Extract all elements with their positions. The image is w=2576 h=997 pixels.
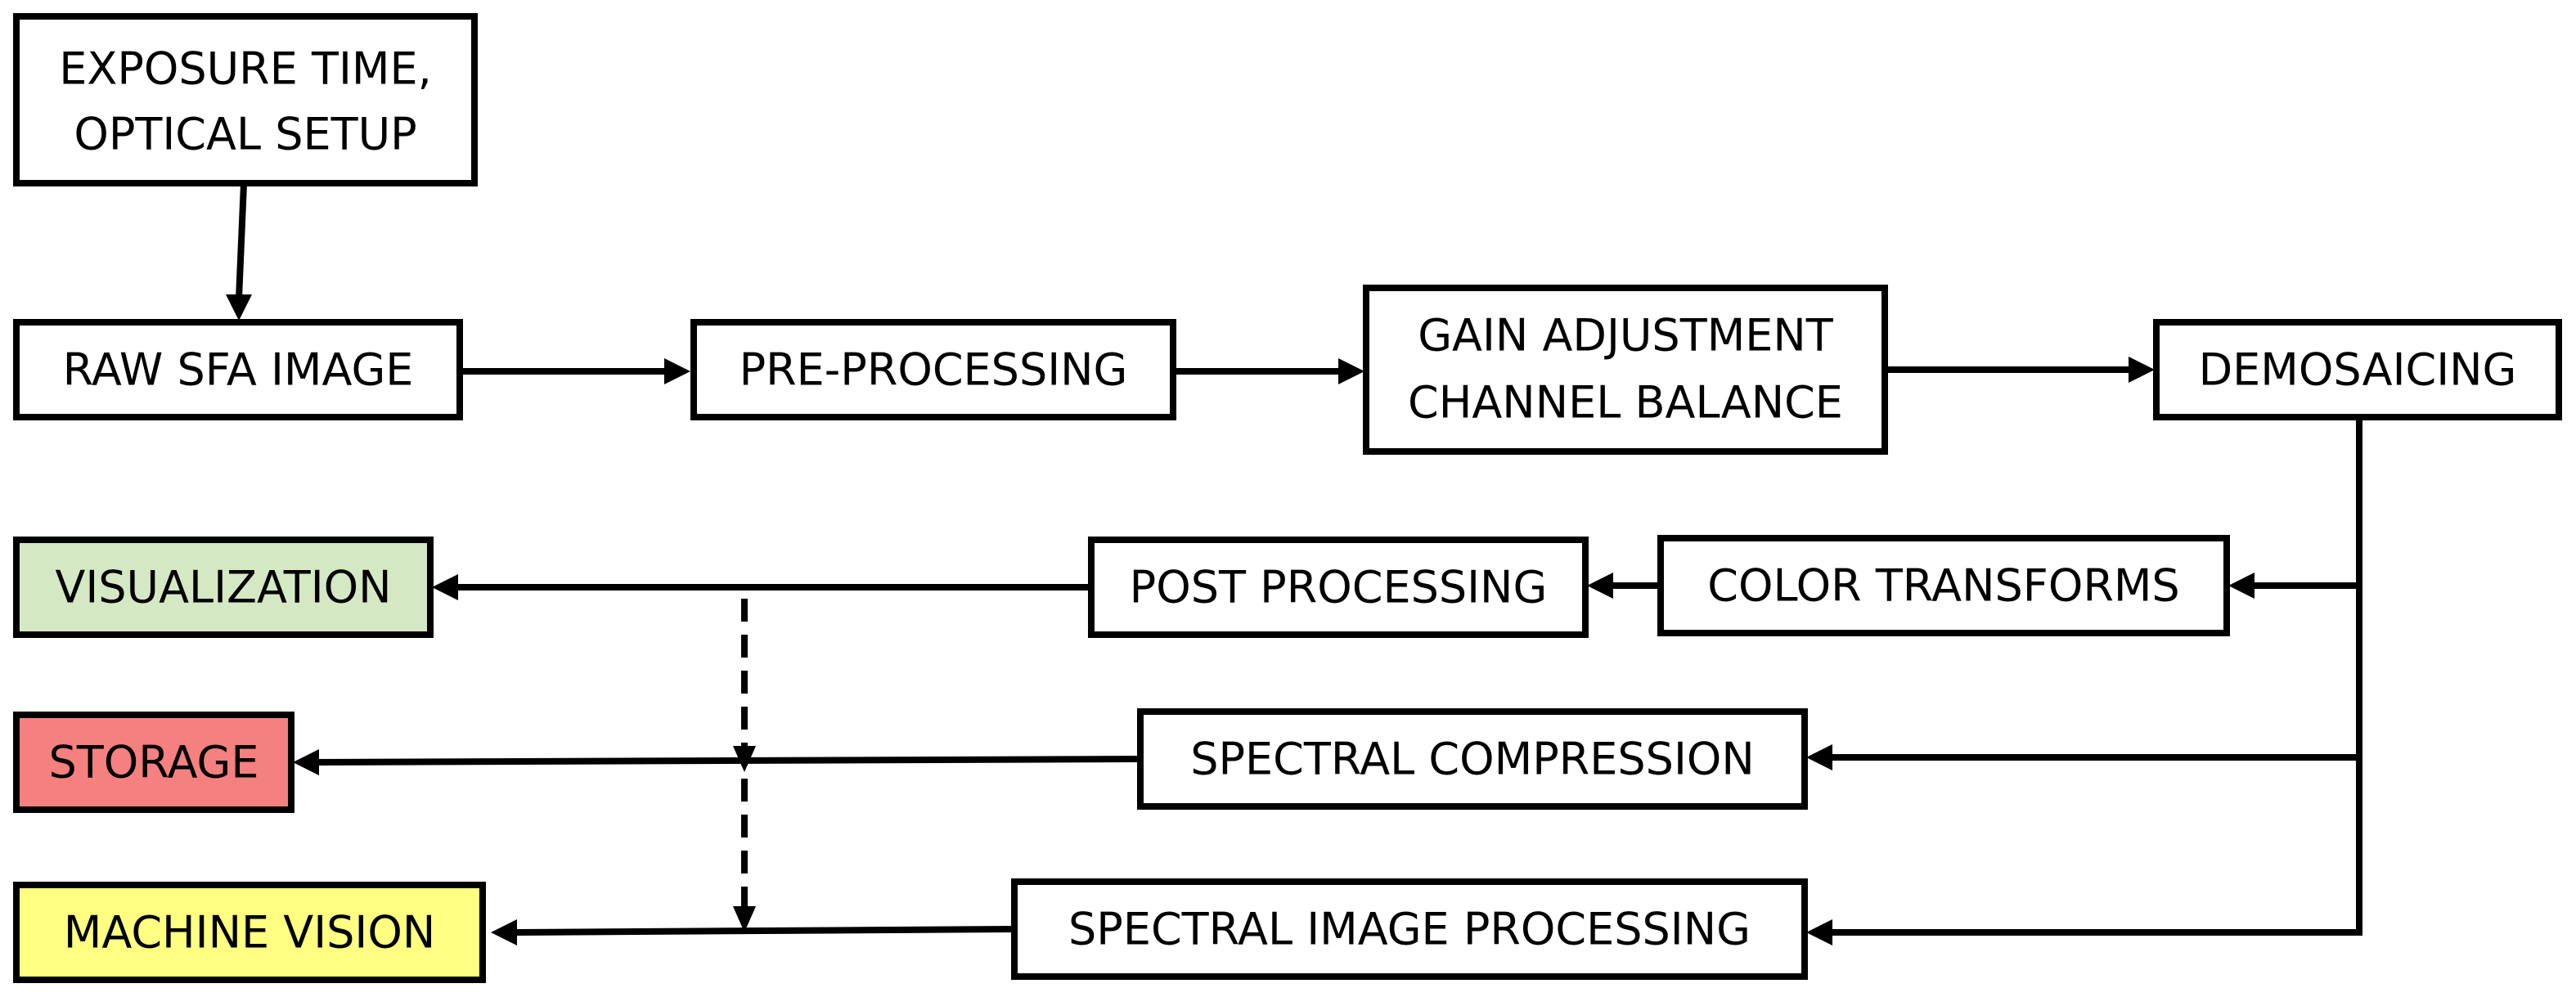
arrowhead: [733, 906, 756, 932]
arrowhead: [1806, 744, 1832, 770]
node-machine-box: [13, 882, 486, 983]
node-gain-box: [1363, 285, 1888, 455]
node-compression: SPECTRAL COMPRESSION: [1137, 708, 1808, 810]
arrowhead: [432, 574, 458, 600]
node-preprocessing: PRE-PROCESSING: [690, 319, 1176, 420]
node-post: POST PROCESSING: [1088, 537, 1589, 638]
node-visualization: VISUALIZATION: [13, 537, 434, 638]
node-spectral-box: [1011, 878, 1808, 980]
arrowhead: [226, 294, 252, 321]
node-color: COLOR TRANSFORMS: [1657, 535, 2230, 636]
node-storage-box: [13, 712, 294, 813]
node-demosaicing: DEMOSAICING: [2153, 319, 2562, 420]
arrowhead: [293, 749, 319, 775]
node-post-box: [1088, 537, 1589, 638]
node-exposure-box: [13, 13, 478, 186]
arrowhead: [491, 919, 517, 945]
node-preprocessing-label: PRE-PROCESSING: [740, 344, 1128, 396]
node-gain-line2: CHANNEL BALANCE: [1408, 377, 1843, 429]
arrowhead: [1587, 573, 1613, 599]
arrowhead: [733, 746, 756, 772]
node-raw-box: [13, 319, 463, 420]
node-exposure-line1: EXPOSURE TIME,: [59, 43, 432, 95]
edge-spectral-to-machine: [513, 926, 1014, 936]
node-demosaicing-label: DEMOSAICING: [2199, 344, 2517, 396]
node-color-label: COLOR TRANSFORMS: [1707, 560, 2179, 612]
node-exposure-line2: OPTICAL SETUP: [74, 109, 416, 160]
arrowhead: [2228, 573, 2255, 599]
arrowhead: [664, 358, 690, 384]
node-machine: MACHINE VISION: [13, 882, 486, 983]
node-gain: GAIN ADJUSTMENT CHANNEL BALANCE: [1363, 285, 1888, 455]
node-storage: STORAGE: [13, 712, 294, 813]
node-raw-label: RAW SFA IMAGE: [63, 344, 414, 396]
node-gain-line1: GAIN ADJUSTMENT: [1418, 310, 1834, 362]
node-compression-label: SPECTRAL COMPRESSION: [1190, 734, 1755, 785]
node-compression-box: [1137, 708, 1808, 810]
node-storage-label: STORAGE: [48, 737, 258, 788]
arrowhead: [1806, 919, 1832, 945]
node-exposure: EXPOSURE TIME, OPTICAL SETUP: [13, 13, 478, 186]
node-spectral: SPECTRAL IMAGE PROCESSING: [1011, 878, 1808, 980]
node-preprocessing-box: [690, 319, 1176, 420]
node-raw: RAW SFA IMAGE: [13, 319, 463, 420]
edge-demosaicing-trunk: [1829, 419, 2362, 936]
edge-exposure-to-raw: [236, 183, 247, 299]
arrowhead: [2129, 357, 2155, 383]
node-spectral-label: SPECTRAL IMAGE PROCESSING: [1068, 904, 1751, 955]
node-post-label: POST PROCESSING: [1130, 562, 1548, 613]
node-machine-label: MACHINE VISION: [64, 907, 435, 959]
node-color-box: [1657, 535, 2230, 636]
node-visualization-label: VISUALIZATION: [55, 562, 391, 613]
arrowhead: [1338, 358, 1364, 384]
node-visualization-box: [13, 537, 434, 638]
node-demosaicing-box: [2153, 319, 2562, 420]
edge-compression-to-storage: [315, 756, 1140, 766]
